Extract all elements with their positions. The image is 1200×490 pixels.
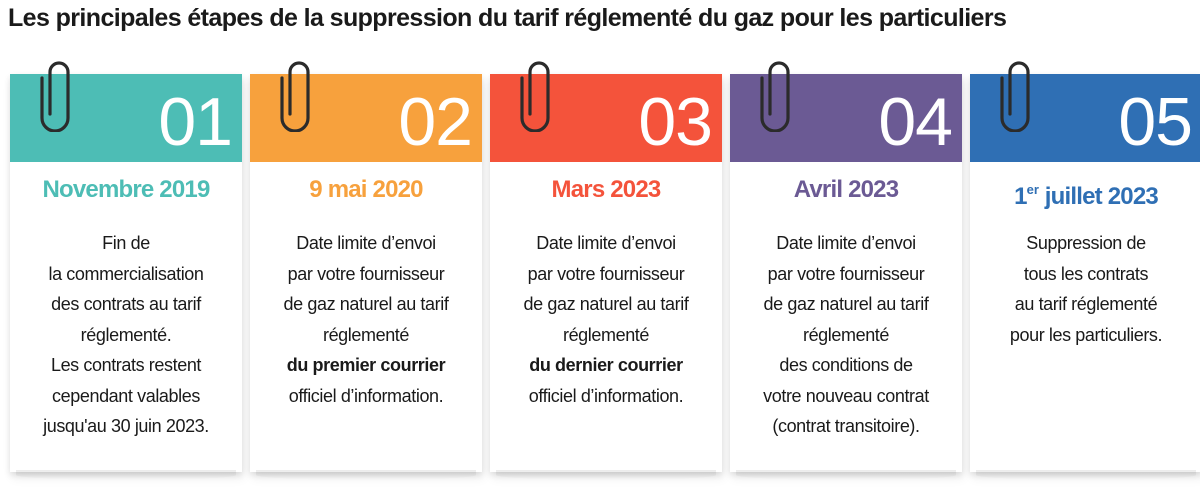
step-description-emphasis: du premier courrier	[286, 355, 446, 375]
step-description: Fin de la commercialisation des contrats a…	[10, 228, 242, 442]
step-description-line: de gaz naturel au tarif	[523, 294, 689, 314]
infographic-title: Les principales étapes de la suppression…	[8, 4, 1007, 32]
step-description-line: officiel d’information.	[288, 385, 444, 406]
step-header-band: 03	[490, 74, 722, 162]
step-description-line: réglementé.	[80, 324, 172, 345]
step-header-band: 02	[250, 74, 482, 162]
paperclip-icon	[756, 58, 796, 133]
paperclip-icon	[276, 58, 316, 133]
step-description-line: pour les particuliers.	[1009, 324, 1163, 345]
step-number: 05	[1118, 84, 1193, 160]
step-description-line: de gaz naturel au tarif	[283, 294, 449, 314]
step-description-line: officiel d’information.	[528, 385, 684, 406]
step-description-line: cependant valables	[52, 385, 200, 406]
step-description-line: Date limite d’envoi	[296, 233, 436, 253]
step-description-line: réglementé	[802, 324, 890, 345]
step-description-line: de gaz naturel au tarif	[763, 294, 929, 314]
step-number: 01	[158, 84, 233, 160]
step-date: 9 mai 2020	[309, 176, 423, 203]
step-description-line: votre nouveau contrat	[763, 385, 929, 406]
step-description-emphasis: du dernier courrier	[529, 355, 683, 375]
step-description-line: (contrat transitoire).	[772, 416, 920, 436]
step-description-line: par votre fournisseur	[287, 263, 445, 284]
step-description: Date limite d’envoi par votre fournisseur…	[250, 228, 482, 411]
step-header-band: 05	[970, 74, 1200, 162]
step-description-line: réglementé	[562, 324, 650, 345]
step-description-line: tous les contrats	[1023, 263, 1149, 284]
step-date-day: 1	[1014, 183, 1027, 210]
paperclip-icon	[996, 58, 1036, 133]
step-date-rest: juillet 2023	[1038, 183, 1159, 210]
step-description: Suppression de tous les contrats au tarif …	[970, 228, 1200, 350]
step-description-line: Suppression de	[1026, 233, 1146, 253]
step-date: 1er juillet 2023	[970, 175, 1200, 212]
step-description-line: par votre fournisseur	[527, 263, 685, 284]
step-description-line: réglementé	[322, 324, 410, 345]
step-description: Date limite d’envoi par votre fournisseur…	[490, 228, 722, 411]
paperclip-icon	[516, 58, 556, 133]
step-description-line: la commercialisation	[48, 263, 204, 284]
step-description-line: par votre fournisseur	[767, 263, 925, 284]
step-description: Date limite d’envoi par votre fournisseur…	[730, 228, 962, 442]
step-date: Mars 2023	[551, 176, 662, 203]
step-description-line: jusqu'au 30 juin 2023.	[43, 416, 209, 436]
step-description-line: Date limite d’envoi	[776, 233, 916, 253]
step-description-line: des contrats au tarif	[51, 294, 201, 314]
step-description-line: Fin de	[102, 233, 150, 253]
step-number: 04	[878, 84, 953, 160]
step-description-line: au tarif réglementé	[1014, 294, 1158, 314]
step-date: Novembre 2019	[42, 176, 210, 203]
paperclip-icon	[36, 58, 76, 133]
step-description-line: Les contrats restent	[50, 355, 202, 375]
step-description-line: des conditions de	[779, 355, 913, 375]
step-number: 02	[398, 84, 473, 160]
step-date: Avril 2023	[793, 176, 899, 203]
step-number: 03	[638, 84, 713, 160]
step-description-line: Date limite d’envoi	[536, 233, 676, 253]
step-date-ordinal: er	[1026, 182, 1039, 197]
